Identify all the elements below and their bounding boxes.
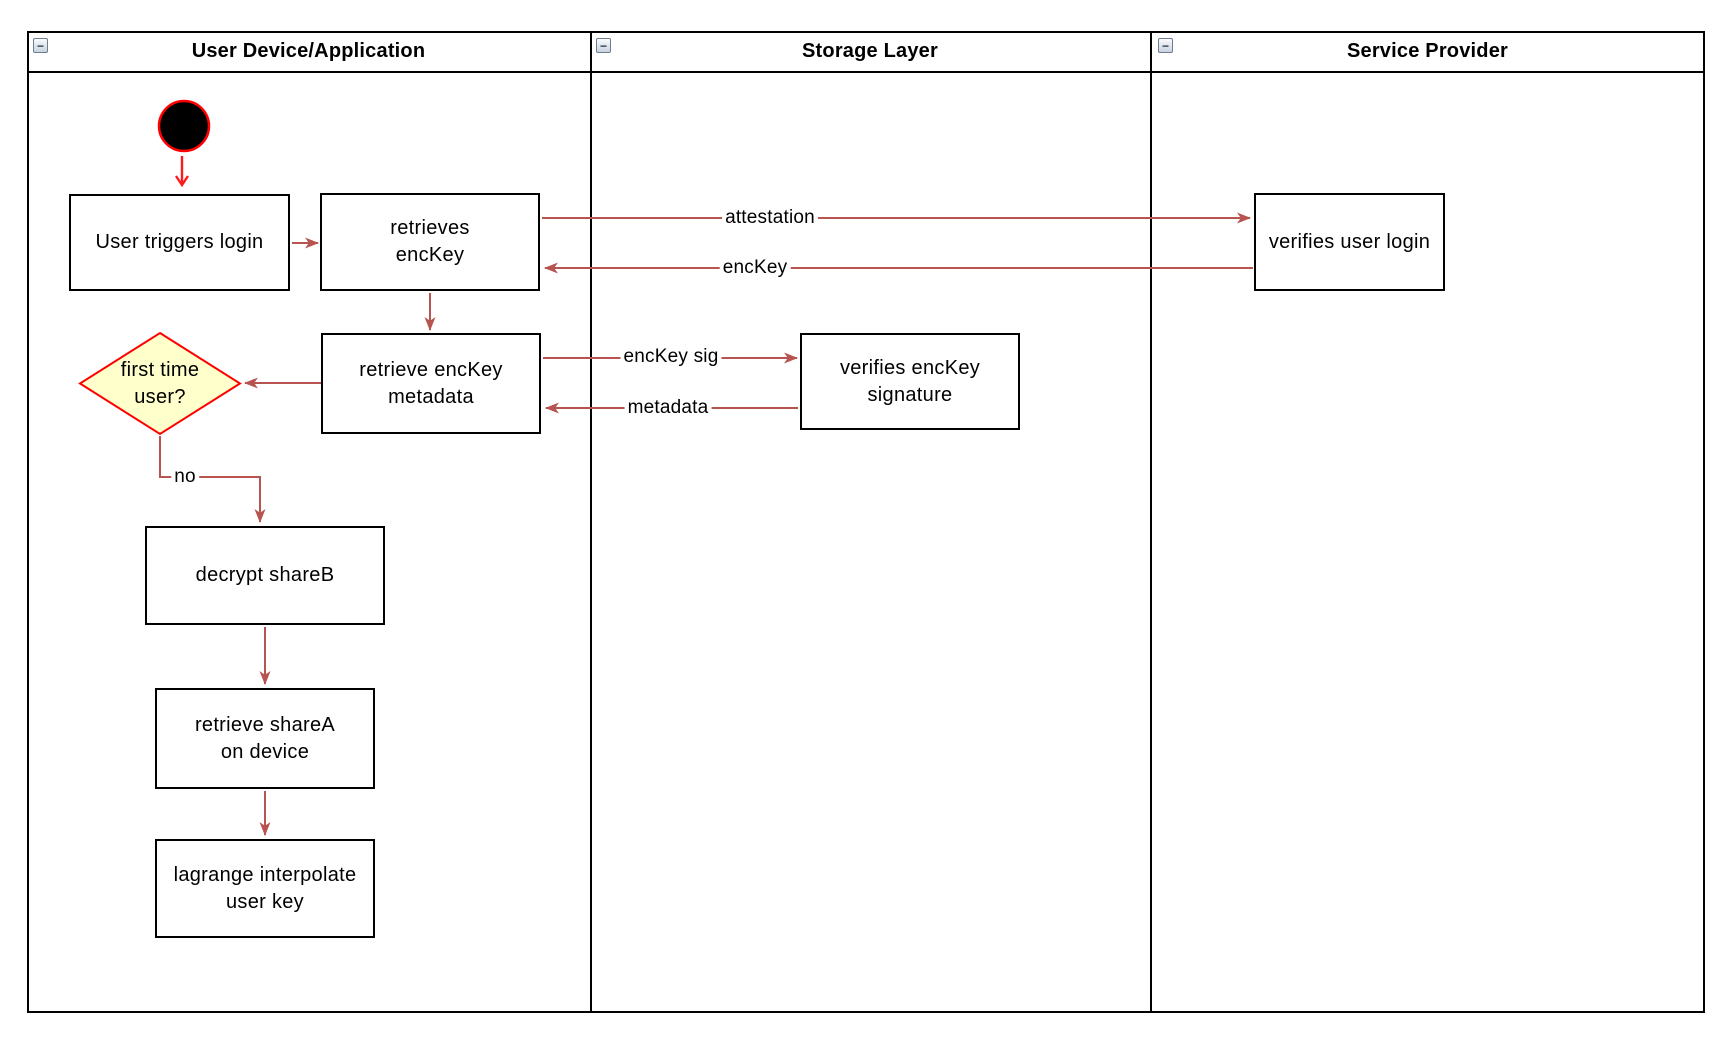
- start-node[interactable]: [157, 99, 211, 153]
- node-label: retrieves encKey: [390, 217, 470, 266]
- decision-first-time-user[interactable]: [78, 331, 242, 436]
- node-retrieves-enckey[interactable]: retrieves encKey: [320, 193, 540, 291]
- node-retrieve-enckey-metadata[interactable]: retrieve encKey metadata: [321, 333, 541, 434]
- edge-label-enckey-sig[interactable]: encKey sig: [620, 346, 722, 368]
- edge-label-no[interactable]: no: [171, 466, 199, 488]
- edge-no-branch[interactable]: [159, 436, 266, 523]
- node-label: retrieve shareA on device: [194, 713, 336, 763]
- lane-header-user-device[interactable]: User Device/Application: [27, 31, 590, 73]
- lane-header-service-provider[interactable]: Service Provider: [1150, 31, 1705, 73]
- collapse-minus-icon[interactable]: −: [596, 38, 611, 53]
- lane-title: User Device/Application: [191, 39, 426, 62]
- node-label: verifies encKey signature: [839, 356, 981, 406]
- node-user-triggers-login[interactable]: User triggers login: [69, 194, 290, 291]
- lane-divider: [1150, 31, 1152, 1013]
- node-label: decrypt shareB: [195, 564, 335, 586]
- edge-label-metadata[interactable]: metadata: [624, 397, 712, 419]
- decision-label-wrap: first time user?: [90, 336, 230, 432]
- edge-label-enckey[interactable]: encKey: [719, 257, 791, 279]
- decision-label: first time user?: [120, 359, 200, 408]
- lane-divider: [590, 31, 592, 1013]
- node-label: User triggers login: [95, 231, 264, 253]
- node-label: verifies user login: [1268, 230, 1431, 253]
- node-verifies-enckey-signature[interactable]: verifies encKey signature: [800, 333, 1020, 430]
- lane-title: Storage Layer: [802, 39, 938, 62]
- lane-header-storage-layer[interactable]: Storage Layer: [590, 31, 1150, 73]
- edge-label-attestation[interactable]: attestation: [722, 207, 818, 229]
- lane-title: Service Provider: [1346, 39, 1509, 62]
- node-lagrange-interpolate[interactable]: lagrange interpolate user key: [155, 839, 375, 938]
- node-decrypt-shareb[interactable]: decrypt shareB: [145, 526, 385, 625]
- collapse-minus-icon[interactable]: −: [33, 38, 48, 53]
- collapse-minus-icon[interactable]: −: [1158, 38, 1173, 53]
- node-verifies-user-login[interactable]: verifies user login: [1254, 193, 1445, 291]
- node-label: retrieve encKey metadata: [359, 358, 503, 408]
- node-retrieve-sharea[interactable]: retrieve shareA on device: [155, 688, 375, 789]
- node-label: lagrange interpolate user key: [173, 863, 357, 913]
